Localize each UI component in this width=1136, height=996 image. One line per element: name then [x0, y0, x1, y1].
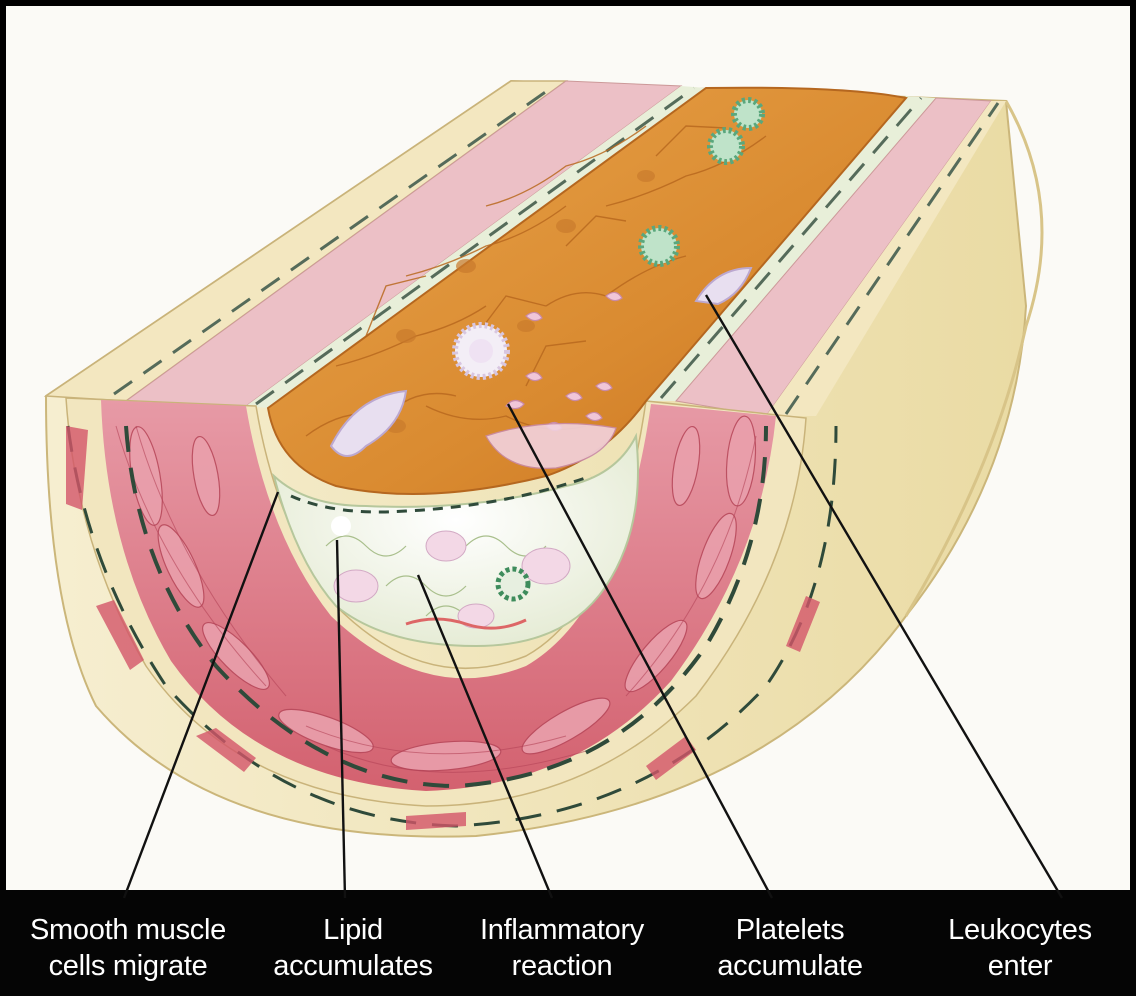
label-inflammatory-line2: reaction — [452, 948, 672, 984]
label-lipid-line1: Lipid — [258, 912, 448, 948]
label-lipid-accumulates: Lipid accumulates — [258, 912, 448, 984]
artery-cross-section-illustration — [6, 6, 1130, 890]
label-bar: Smooth muscle cells migrate Lipid accumu… — [0, 890, 1136, 996]
label-smooth-muscle-cells-migrate: Smooth muscle cells migrate — [8, 912, 248, 984]
label-lipid-line2: accumulates — [258, 948, 448, 984]
label-leukocytes-enter: Leukocytes enter — [920, 912, 1120, 984]
label-platelets-accumulate: Platelets accumulate — [690, 912, 890, 984]
label-inflammatory-reaction: Inflammatory reaction — [452, 912, 672, 984]
label-leukocytes-line2: enter — [920, 948, 1120, 984]
label-inflammatory-line1: Inflammatory — [452, 912, 672, 948]
label-leukocytes-line1: Leukocytes — [920, 912, 1120, 948]
macrophage-cell — [498, 569, 528, 599]
label-platelets-line1: Platelets — [690, 912, 890, 948]
label-platelets-line2: accumulate — [690, 948, 890, 984]
illustration-area — [6, 6, 1130, 890]
label-smooth-muscle-line1: Smooth muscle — [8, 912, 248, 948]
label-smooth-muscle-line2: cells migrate — [8, 948, 248, 984]
